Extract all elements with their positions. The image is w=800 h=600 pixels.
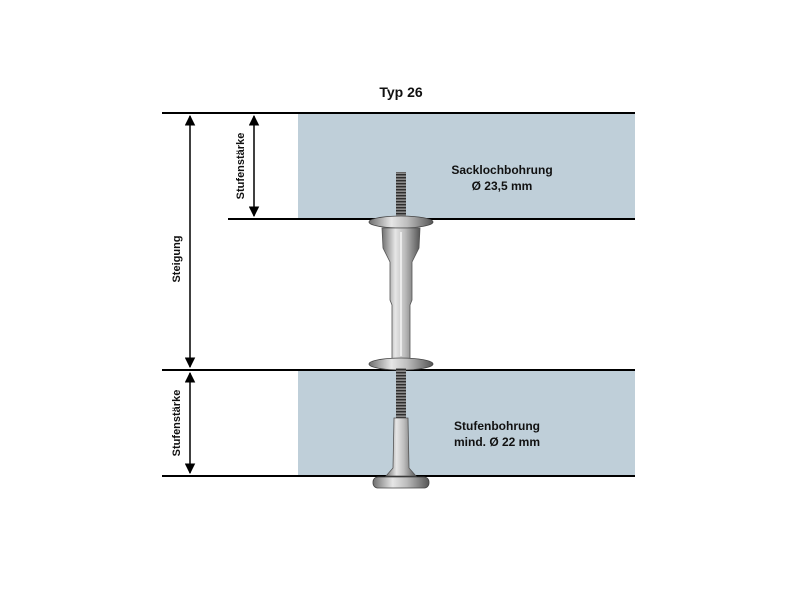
upper-step-block: [298, 113, 635, 219]
upper-step-diameter: Ø 23,5 mm: [472, 179, 533, 193]
lower-step-block: [298, 370, 635, 476]
bolt-cap: [372, 476, 430, 489]
upper-step-label: Sacklochbohrung: [451, 163, 552, 177]
upper-threaded-rod: [396, 172, 406, 220]
stair-bolt: [368, 172, 434, 489]
lower-sleeve: [385, 417, 417, 477]
diagram-title: Typ 26: [379, 84, 423, 100]
lower-thickness-label: Stufenstärke: [171, 390, 183, 457]
upper-thickness-label: Stufenstärke: [235, 133, 247, 200]
upper-flange: [368, 215, 434, 229]
lower-step-diameter: mind. Ø 22 mm: [454, 435, 540, 449]
rise-label: Steigung: [171, 235, 183, 282]
lower-threaded-rod: [396, 368, 406, 418]
lower-step-label: Stufenbohrung: [454, 419, 540, 433]
dimension-arrows: [184, 114, 260, 475]
